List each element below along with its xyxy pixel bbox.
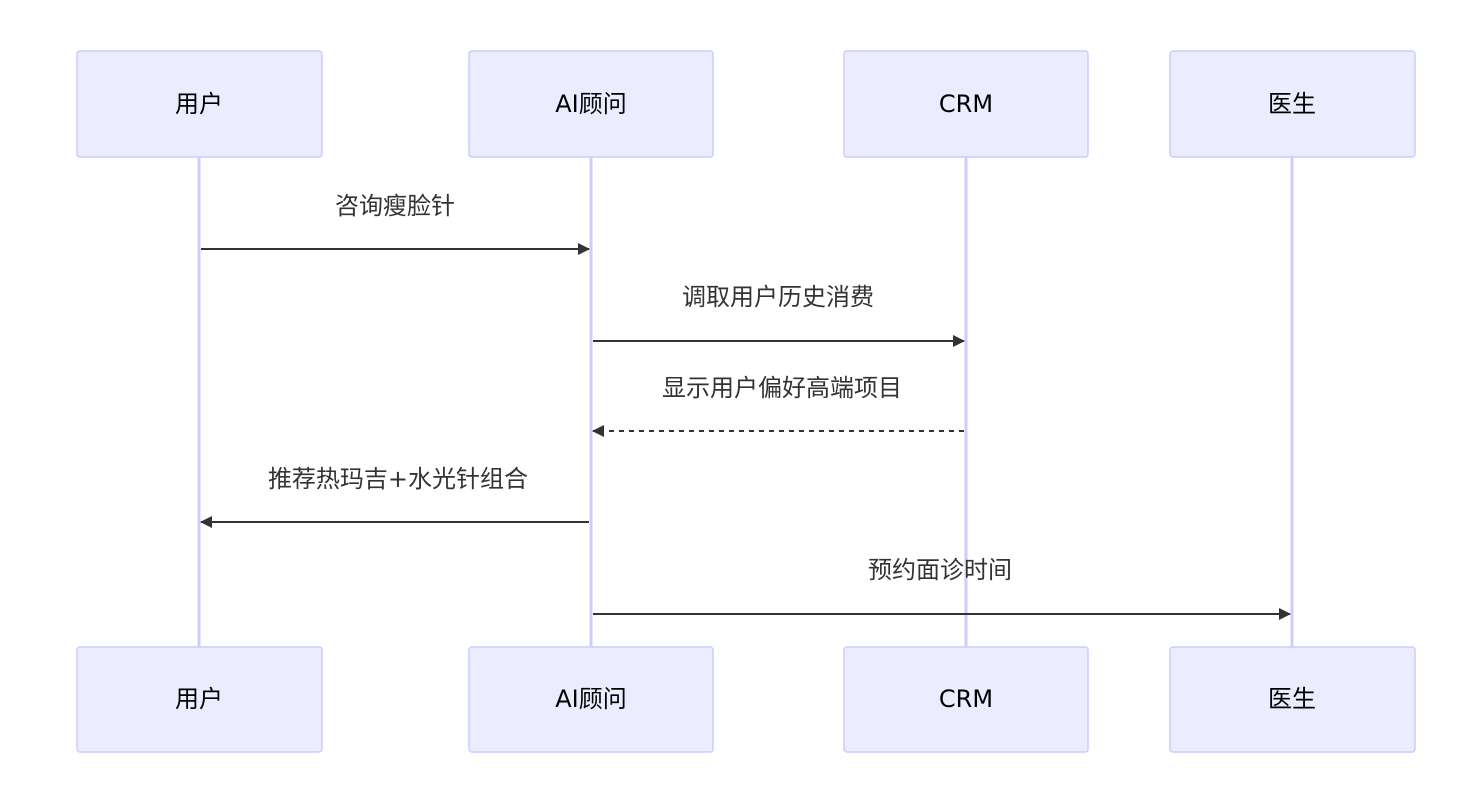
- actor-bottom-doctor-label: 医生: [1268, 685, 1316, 713]
- actor-bottom-user-label: 用户: [175, 685, 223, 713]
- message-5: 预约面诊时间: [593, 556, 1291, 620]
- message-4: 推荐热玛吉+水光针组合: [200, 465, 589, 528]
- messages: 咨询瘦脸针 调取用户历史消费 显示用户偏好高端项目 推荐热玛吉+水光针组合 预约…: [200, 192, 1291, 620]
- message-3: 显示用户偏好高端项目: [592, 374, 964, 437]
- actor-top-ai: AI顾问: [468, 50, 714, 158]
- actor-bottom-crm-label: CRM: [939, 685, 993, 713]
- message-2-label: 调取用户历史消费: [682, 283, 874, 311]
- actor-top-crm-label: CRM: [939, 90, 993, 118]
- actor-top-ai-label: AI顾问: [555, 90, 627, 118]
- actor-top-doctor: 医生: [1169, 50, 1416, 158]
- message-3-label: 显示用户偏好高端项目: [662, 374, 902, 402]
- actors-top: 用户 AI顾问 CRM 医生: [76, 50, 1416, 158]
- actor-top-doctor-label: 医生: [1268, 90, 1316, 118]
- lifelines: [197, 157, 1294, 647]
- actor-bottom-user: 用户: [76, 646, 323, 753]
- actor-top-user-label: 用户: [175, 90, 223, 118]
- message-4-label: 推荐热玛吉+水光针组合: [268, 465, 528, 493]
- message-5-label: 预约面诊时间: [868, 556, 1012, 584]
- actor-bottom-doctor: 医生: [1169, 646, 1416, 753]
- actors-bottom: 用户 AI顾问 CRM 医生: [76, 646, 1416, 753]
- actor-top-crm: CRM: [843, 50, 1089, 158]
- actor-top-user: 用户: [76, 50, 323, 158]
- message-2: 调取用户历史消费: [593, 283, 965, 347]
- actor-bottom-ai-label: AI顾问: [555, 685, 627, 713]
- actor-bottom-crm: CRM: [843, 646, 1089, 753]
- actor-bottom-ai: AI顾问: [468, 646, 714, 753]
- message-1: 咨询瘦脸针: [201, 192, 590, 255]
- message-1-label: 咨询瘦脸针: [335, 192, 455, 220]
